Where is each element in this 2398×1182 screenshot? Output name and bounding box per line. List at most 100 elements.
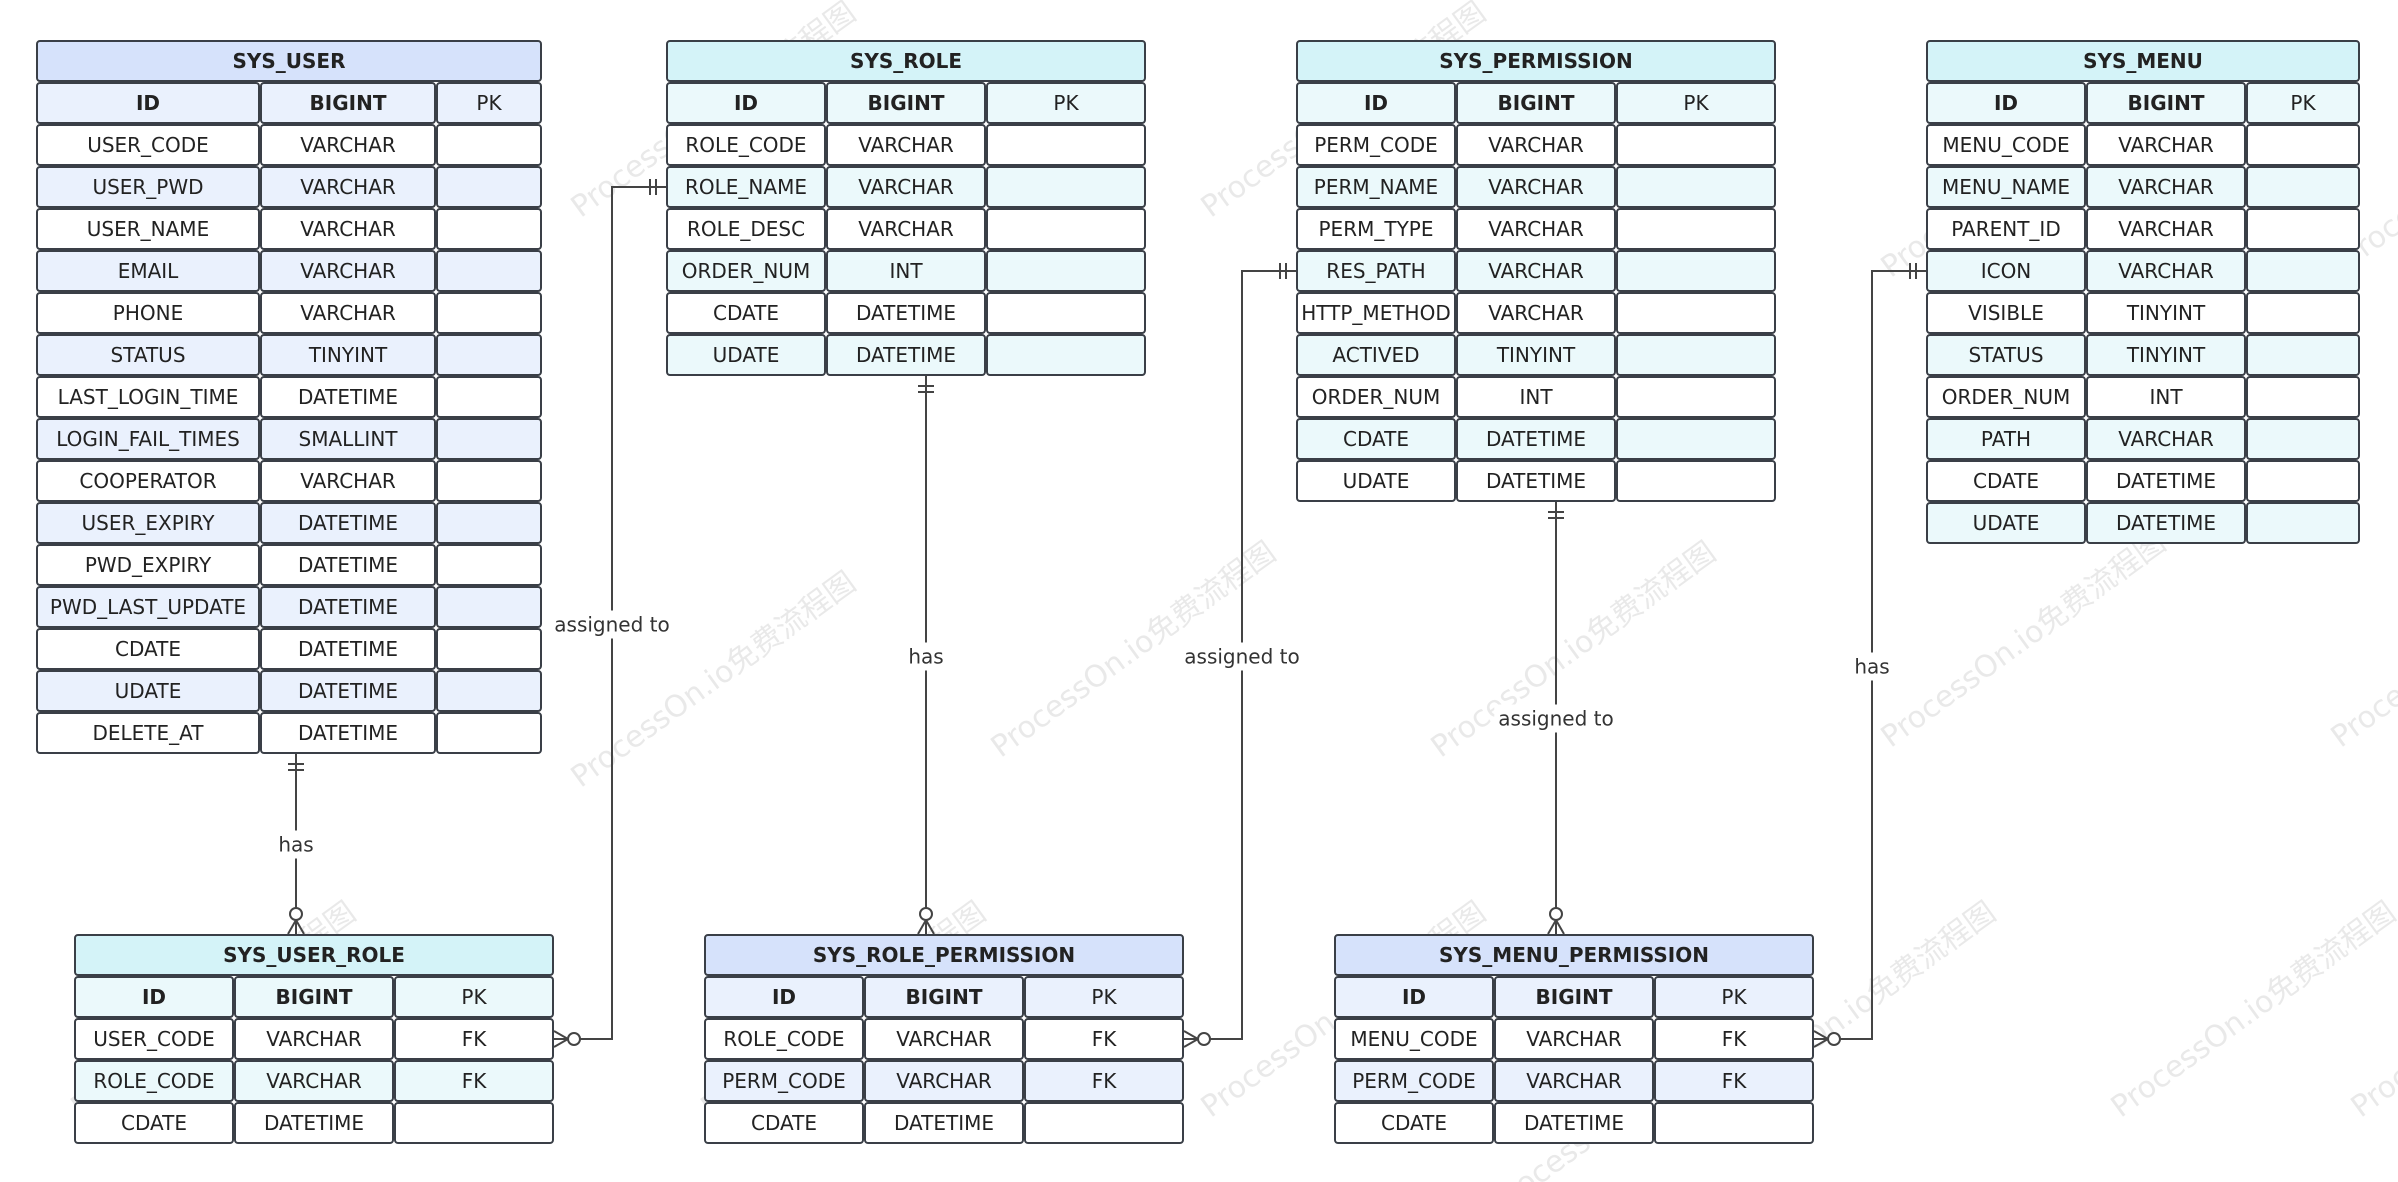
pk-column-key: PK xyxy=(1654,976,1814,1018)
column-name: LOGIN_FAIL_TIMES xyxy=(36,418,260,460)
column-name: CDATE xyxy=(74,1102,234,1144)
column-name: UDATE xyxy=(36,670,260,712)
column-key xyxy=(436,250,542,292)
column-type: VARCHAR xyxy=(260,208,436,250)
column-type: VARCHAR xyxy=(260,166,436,208)
column-name: PWD_LAST_UPDATE xyxy=(36,586,260,628)
column-name: PERM_CODE xyxy=(1296,124,1456,166)
relationship-permission-assigned-to-menu-permission-label-bg xyxy=(1494,704,1618,733)
column-key: FK xyxy=(1024,1060,1184,1102)
pk-column-type: BIGINT xyxy=(260,82,436,124)
relationship-menu-has-menu-permission-label-bg xyxy=(1850,652,1894,681)
column-key xyxy=(986,250,1146,292)
pk-column-name: ID xyxy=(666,82,826,124)
column-name: ORDER_NUM xyxy=(666,250,826,292)
column-key xyxy=(2246,334,2360,376)
column-key xyxy=(2246,208,2360,250)
column-key xyxy=(436,418,542,460)
column-key xyxy=(1616,418,1776,460)
column-key xyxy=(986,292,1146,334)
entity-title: SYS_ROLE xyxy=(666,40,1146,82)
column-name: CDATE xyxy=(1296,418,1456,460)
column-type: VARCHAR xyxy=(2086,166,2246,208)
column-type: VARCHAR xyxy=(260,250,436,292)
pk-column-name: ID xyxy=(704,976,864,1018)
column-type: VARCHAR xyxy=(826,124,986,166)
column-name: CDATE xyxy=(36,628,260,670)
column-name: CDATE xyxy=(1926,460,2086,502)
column-type: DATETIME xyxy=(260,544,436,586)
relationship-role-has-role-permission-label-bg xyxy=(904,642,948,671)
column-key: FK xyxy=(1654,1060,1814,1102)
column-key xyxy=(2246,292,2360,334)
column-name: PWD_EXPIRY xyxy=(36,544,260,586)
column-name: PERM_NAME xyxy=(1296,166,1456,208)
column-type: INT xyxy=(1456,376,1616,418)
column-type: VARCHAR xyxy=(864,1060,1024,1102)
column-key xyxy=(986,334,1146,376)
column-key xyxy=(1616,208,1776,250)
entity-title: SYS_USER xyxy=(36,40,542,82)
column-type: DATETIME xyxy=(260,376,436,418)
column-type: DATETIME xyxy=(2086,502,2246,544)
column-name: ROLE_NAME xyxy=(666,166,826,208)
column-key xyxy=(436,208,542,250)
column-type: DATETIME xyxy=(260,670,436,712)
column-type: DATETIME xyxy=(2086,460,2246,502)
pk-column-key: PK xyxy=(1616,82,1776,124)
column-key xyxy=(1616,166,1776,208)
column-key xyxy=(436,460,542,502)
entity-title: SYS_MENU_PERMISSION xyxy=(1334,934,1814,976)
column-key xyxy=(1654,1102,1814,1144)
column-name: ROLE_DESC xyxy=(666,208,826,250)
pk-column-type: BIGINT xyxy=(2086,82,2246,124)
column-type: VARCHAR xyxy=(864,1018,1024,1060)
column-name: USER_CODE xyxy=(74,1018,234,1060)
column-type: DATETIME xyxy=(1456,418,1616,460)
column-type: TINYINT xyxy=(1456,334,1616,376)
column-type: VARCHAR xyxy=(2086,418,2246,460)
column-name: ACTIVED xyxy=(1296,334,1456,376)
relationship-menu-has-menu-permission-label: has xyxy=(1854,655,1889,679)
column-key xyxy=(1616,292,1776,334)
entity-title: SYS_ROLE_PERMISSION xyxy=(704,934,1184,976)
column-name: MENU_NAME xyxy=(1926,166,2086,208)
column-key xyxy=(436,124,542,166)
column-name: PERM_TYPE xyxy=(1296,208,1456,250)
column-key xyxy=(2246,460,2360,502)
column-name: EMAIL xyxy=(36,250,260,292)
column-key xyxy=(436,544,542,586)
column-type: DATETIME xyxy=(260,628,436,670)
column-type: DATETIME xyxy=(1456,460,1616,502)
column-key xyxy=(1616,376,1776,418)
column-name: USER_NAME xyxy=(36,208,260,250)
relationship-permission-assigned-to-role-permission-label: assigned to xyxy=(1184,645,1299,669)
pk-column-name: ID xyxy=(36,82,260,124)
column-type: VARCHAR xyxy=(234,1060,394,1102)
relationship-user-has-user-role-label: has xyxy=(278,833,313,857)
column-key xyxy=(436,502,542,544)
column-type: DATETIME xyxy=(234,1102,394,1144)
column-name: USER_CODE xyxy=(36,124,260,166)
relationship-permission-assigned-to-role-permission-label-bg xyxy=(1180,642,1304,671)
column-key xyxy=(2246,502,2360,544)
column-key: FK xyxy=(1654,1018,1814,1060)
column-key xyxy=(436,628,542,670)
column-type: VARCHAR xyxy=(1456,250,1616,292)
entity-title: SYS_MENU xyxy=(1926,40,2360,82)
column-name: PHONE xyxy=(36,292,260,334)
column-type: VARCHAR xyxy=(234,1018,394,1060)
column-type: DATETIME xyxy=(826,334,986,376)
entity-title: SYS_USER_ROLE xyxy=(74,934,554,976)
column-type: VARCHAR xyxy=(260,292,436,334)
column-type: VARCHAR xyxy=(1456,208,1616,250)
column-key xyxy=(1616,124,1776,166)
column-name: ORDER_NUM xyxy=(1926,376,2086,418)
